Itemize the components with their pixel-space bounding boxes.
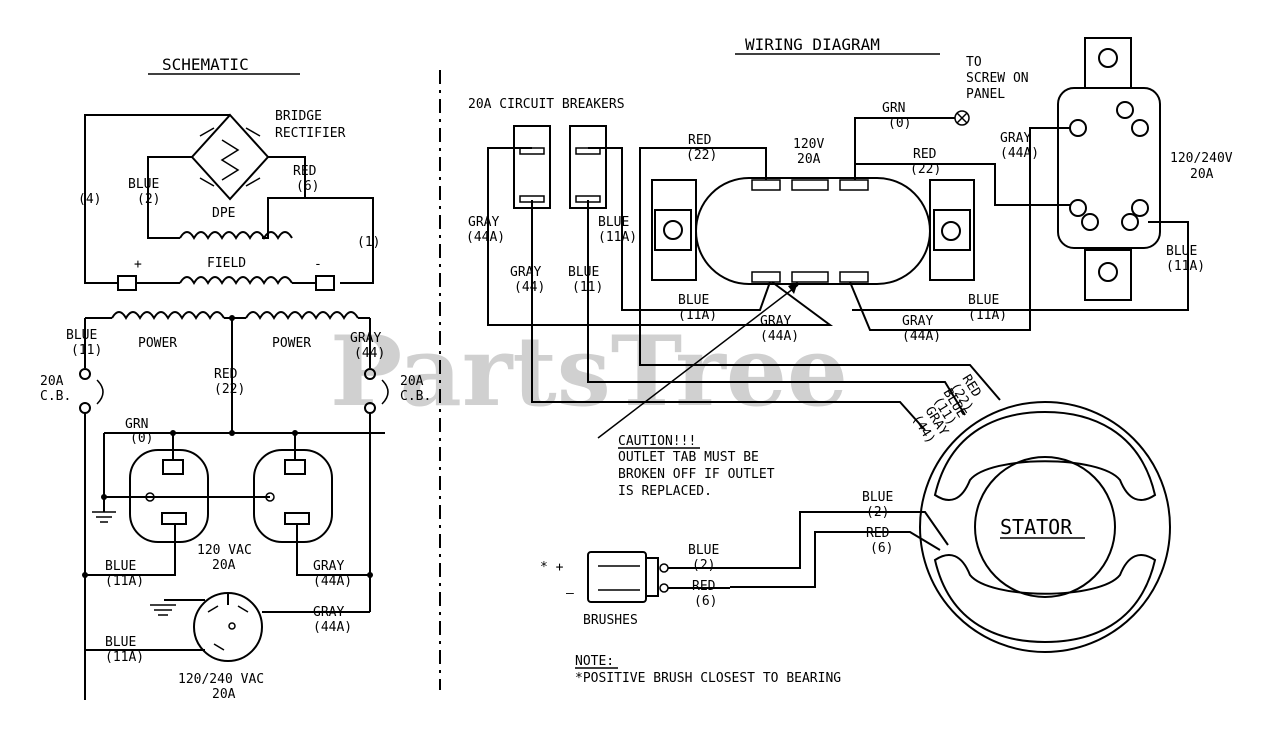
blue-11a-right-label: BLUE [1166, 244, 1197, 259]
bridge-rectifier-symbol [190, 113, 270, 201]
red-22a-label: RED [688, 133, 712, 148]
outlet-240-amp: 20A [1190, 167, 1214, 182]
gray-44a-label-2: GRAY [313, 605, 344, 620]
to-screw-label: TO [966, 55, 982, 70]
red-22b-num: (22) [910, 162, 941, 177]
wire-4-label: (4) [78, 192, 101, 207]
brush-blue-2-num: (2) [692, 558, 715, 573]
brush-negative-label: – [566, 586, 574, 601]
bridge-rectifier-label-2: RECTIFIER [275, 126, 346, 141]
gray-44-label: GRAY [510, 265, 541, 280]
gray-44a-left-num: (44A) [466, 230, 505, 245]
stator-blue-2-label: BLUE [862, 490, 893, 505]
gray-44a-b1-label: GRAY [760, 314, 791, 329]
caution-title: CAUTION!!! [618, 434, 696, 449]
gray-44a-label-1: GRAY [313, 559, 344, 574]
wiring-diagram-section: WIRING DIAGRAM 20A CIRCUIT BREAKERS [466, 35, 1233, 686]
brushes-symbol [587, 551, 730, 603]
to-screw-label-2: SCREW ON [966, 71, 1029, 86]
twist-lock-outlet-240v [1057, 37, 1161, 301]
cb-left-label-2: C.B. [40, 389, 71, 404]
wiring-title: WIRING DIAGRAM [745, 35, 880, 54]
caution-line-1: OUTLET TAB MUST BE [618, 450, 759, 465]
blue-11a-left-num: (11A) [598, 230, 637, 245]
dpe-label: DPE [212, 206, 235, 221]
red-22-num: (22) [214, 382, 245, 397]
gray-44a-b2-label: GRAY [902, 314, 933, 329]
gray-44a-top-num: (44A) [1000, 146, 1039, 161]
wire-1-label: (1) [357, 235, 380, 250]
blue-11-num: (11) [572, 280, 603, 295]
gray-44a-b1-num: (44A) [760, 329, 799, 344]
cb-left-label: 20A [40, 374, 64, 389]
blue-11a-right-num: (11A) [1166, 259, 1205, 274]
blue-11-label: BLUE [568, 265, 599, 280]
bridge-rectifier-label: BRIDGE [275, 109, 322, 124]
stator-red-6-label: RED [866, 526, 890, 541]
outlet-240-amp: 20A [212, 687, 236, 702]
power-left-label: POWER [138, 336, 177, 351]
brush-red-6-label: RED [692, 579, 716, 594]
blue-11a-bottom-num: (11A) [678, 308, 717, 323]
breakers-label: 20A CIRCUIT BREAKERS [468, 97, 625, 112]
gray-44-num: (44) [514, 280, 545, 295]
blue-11-label: BLUE [66, 328, 97, 343]
blue-11a-left-label: BLUE [598, 215, 629, 230]
brush-red-6-num: (6) [694, 594, 717, 609]
outlet-120-label: 120V [793, 137, 824, 152]
note-title: NOTE: [575, 654, 614, 669]
blue-11a-num-1: (11A) [105, 574, 144, 589]
gray-44a-left-label: GRAY [468, 215, 499, 230]
caution-line-2: BROKEN OFF IF OUTLET [618, 467, 775, 482]
field-label: FIELD [207, 256, 246, 271]
gray-44a-top-label: GRAY [1000, 131, 1031, 146]
blue-2-num: (2) [137, 192, 160, 207]
field-plus: + [134, 257, 142, 272]
schematic-section: SCHEMATIC BRIDGE RECTIFIER (4) BLUE (2) … [40, 55, 431, 702]
to-screw-label-3: PANEL [966, 87, 1005, 102]
cb-right-label-2: C.B. [400, 389, 431, 404]
outlet-120-amp: 20A [797, 152, 821, 167]
circuit-breakers [513, 125, 607, 209]
field-minus: - [314, 257, 322, 272]
outlet-120-amp: 20A [212, 558, 236, 573]
duplex-outlet-120v [651, 177, 975, 285]
outlet-120-label: 120 VAC [197, 543, 252, 558]
gray-44a-num-1: (44A) [313, 574, 352, 589]
power-right-label: POWER [272, 336, 311, 351]
note-text: *POSITIVE BRUSH CLOSEST TO BEARING [575, 671, 841, 686]
blue-11a-label-1: BLUE [105, 559, 136, 574]
stator-label: STATOR [1000, 515, 1073, 539]
red-6-label: RED [293, 164, 317, 179]
caution-line-3: IS REPLACED. [618, 484, 712, 499]
brush-positive-label: * + [540, 560, 564, 575]
blue-11a-bottom-label: BLUE [678, 293, 709, 308]
outlet-240-label: 120/240V [1170, 151, 1233, 166]
stator-symbol [919, 401, 1171, 653]
outlet-240-label: 120/240 VAC [178, 672, 264, 687]
stator-red-6-num: (6) [870, 541, 893, 556]
red-6-num: (6) [296, 179, 319, 194]
gray-44-label: GRAY [350, 331, 381, 346]
red-22-label: RED [214, 367, 238, 382]
cb-right-label: 20A [400, 374, 424, 389]
grn-0-num: (0) [130, 431, 153, 446]
red-22a-num: (22) [686, 148, 717, 163]
brush-blue-2-label: BLUE [688, 543, 719, 558]
red-22b-label: RED [913, 147, 937, 162]
schematic-title: SCHEMATIC [162, 55, 249, 74]
grn-0-label: GRN [882, 101, 905, 116]
blue-2-label: BLUE [128, 177, 159, 192]
grn-0-num: (0) [888, 116, 911, 131]
gray-44a-b2-num: (44A) [902, 329, 941, 344]
blue-11a-num-2: (11A) [105, 650, 144, 665]
gray-44a-num-2: (44A) [313, 620, 352, 635]
blue-11a-b2-label: BLUE [968, 293, 999, 308]
brushes-label: BRUSHES [583, 613, 638, 628]
grn-0-label: GRN [125, 417, 148, 432]
blue-11-num: (11) [71, 343, 102, 358]
blue-11a-b2-num: (11A) [968, 308, 1007, 323]
blue-11a-label-2: BLUE [105, 635, 136, 650]
